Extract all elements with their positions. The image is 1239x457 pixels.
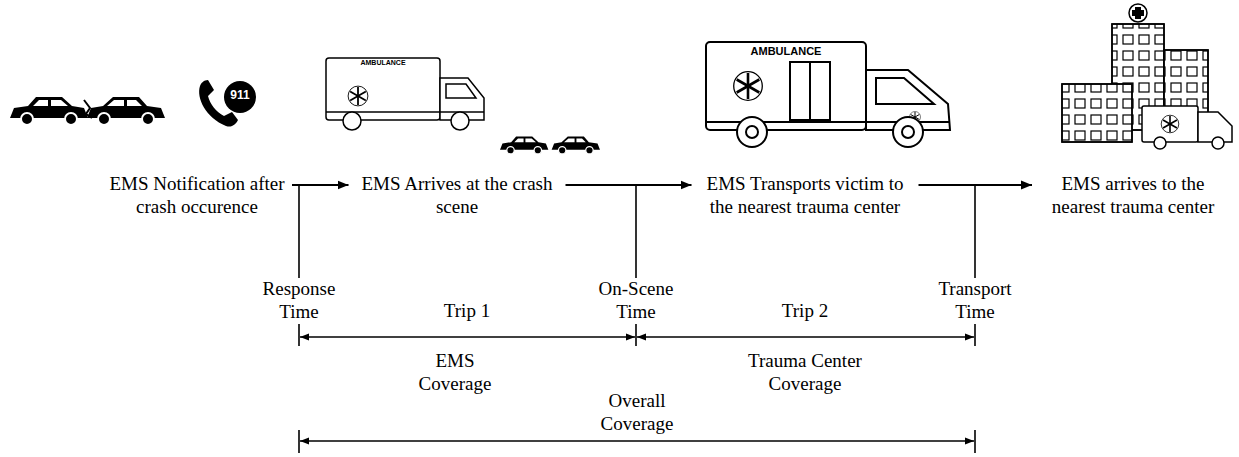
timeline-label: Transport Time (925, 278, 1025, 324)
timeline (299, 186, 975, 453)
badge-number: 911 (225, 88, 255, 102)
step-label: EMS arrives to the nearest trauma center (1038, 173, 1228, 219)
timeline-label: Response Time (251, 278, 347, 324)
step-text: EMS Arrives at the crash scene (355, 173, 560, 219)
crash-cars-small (500, 137, 600, 154)
flow-arrow (292, 184, 349, 186)
timeline-label: Overall Coverage (589, 390, 685, 436)
timeline-label: EMS Coverage (407, 350, 503, 396)
step-label: EMS Notification after crash occurence (108, 173, 286, 219)
vehicle-marking: AMBULANCE (348, 59, 418, 67)
ambulance-large (706, 42, 950, 147)
ambulance-small (326, 58, 484, 130)
step-text: EMS Transports victim to the nearest tra… (698, 173, 913, 219)
step-label: EMS Arrives at the crash scene (355, 173, 560, 219)
step-text: EMS Notification after crash occurence (108, 173, 286, 219)
timeline-label: Trip 2 (770, 300, 840, 323)
phone-icon (199, 80, 256, 127)
flow-arrow (566, 184, 692, 186)
crash-cars (10, 97, 165, 125)
vehicle-marking: AMBULANCE (731, 45, 841, 58)
timeline-label: Trip 1 (432, 300, 502, 323)
hospital-building (1062, 4, 1232, 149)
timeline-label: Trauma Center Coverage (730, 350, 880, 396)
timeline-label: On-Scene Time (588, 278, 684, 324)
step-label: EMS Transports victim to the nearest tra… (698, 173, 913, 219)
flow-arrow (919, 184, 1033, 186)
step-text: EMS arrives to the nearest trauma center (1038, 173, 1228, 219)
